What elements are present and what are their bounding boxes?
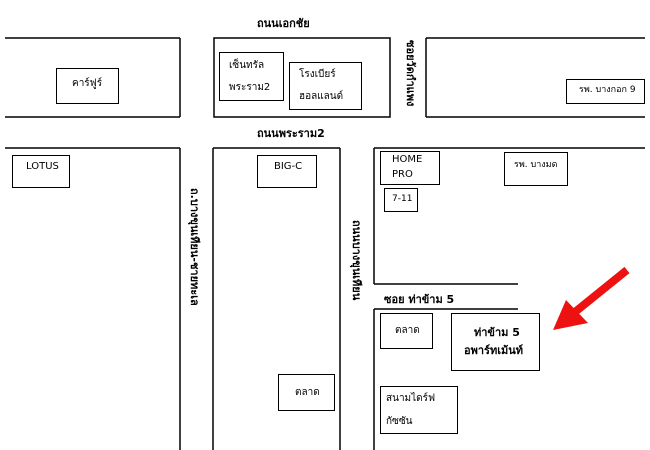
soi-thakham-label: ซอย ท่าข้าม 5 [384,293,455,306]
soi-watkamphaeng-label: ซอยวัดกำแพง [404,40,417,107]
destination-arrow [553,266,630,330]
market-center-label: ตลาด [295,387,320,398]
apartment-label-line1: ท่าข้าม 5 [474,326,520,339]
bangmot-hospital-label: รพ. บางมด [514,160,558,170]
driving-range-box: สนามไดร์ฟ กัซซัน [380,386,458,434]
driving-range-label-line2: กัซซัน [386,416,413,427]
lotus-label: LOTUS [26,161,59,172]
thakham5-apartment-box: ท่าข้าม 5 อพาร์ทเม้นท์ [451,313,540,371]
bangkok9-hospital-box: รพ. บางกอก 9 [566,79,645,104]
bangmot-hospital-box: รพ. บางมด [504,152,568,186]
lotus-box: LOTUS [12,155,70,188]
central-label-line1: เซ็นทรัล [229,60,265,71]
road-bangkhunthian-chaitalay-label: ถ.บางขุนเทียน-ชายทะเล [188,188,201,306]
central-label-line2: พระราม2 [229,82,271,93]
bigc-label: BIG-C [274,161,303,172]
homepro-box: HOME PRO [380,151,440,185]
brewery-label-line2: ฮอลแลนด์ [299,91,344,102]
market-right-label: ตลาด [395,325,420,336]
bigc-box: BIG-C [257,155,317,188]
central-rama2-box: เซ็นทรัล พระราม2 [219,52,284,101]
brewery-holland-box: โรงเบียร์ ฮอลแลนด์ [289,62,362,110]
brewery-label-line1: โรงเบียร์ [299,69,336,80]
road-rama2-label: ถนนพระราม2 [257,127,325,140]
market-right-box: ตลาด [380,313,433,349]
seven-eleven-label: 7-11 [392,194,413,204]
carrefour-label: คาร์ฟูร์ [72,78,103,89]
bangkok9-hospital-label: รพ. บางกอก 9 [579,85,636,95]
road-ekachai-label: ถนนเอกชัย [257,17,310,30]
market-center-box: ตลาด [278,374,335,411]
carrefour-box: คาร์ฟูร์ [56,68,119,104]
road-bangkhunthian-label: ถนนบางขุนเทียน [350,220,363,301]
apartment-label-line2: อพาร์ทเม้นท์ [464,344,523,357]
seven-eleven-box: 7-11 [384,188,418,212]
driving-range-label-line1: สนามไดร์ฟ [386,393,436,404]
homepro-label-line2: PRO [392,169,413,180]
block-top-center [213,37,391,118]
homepro-label-line1: HOME [392,154,423,165]
